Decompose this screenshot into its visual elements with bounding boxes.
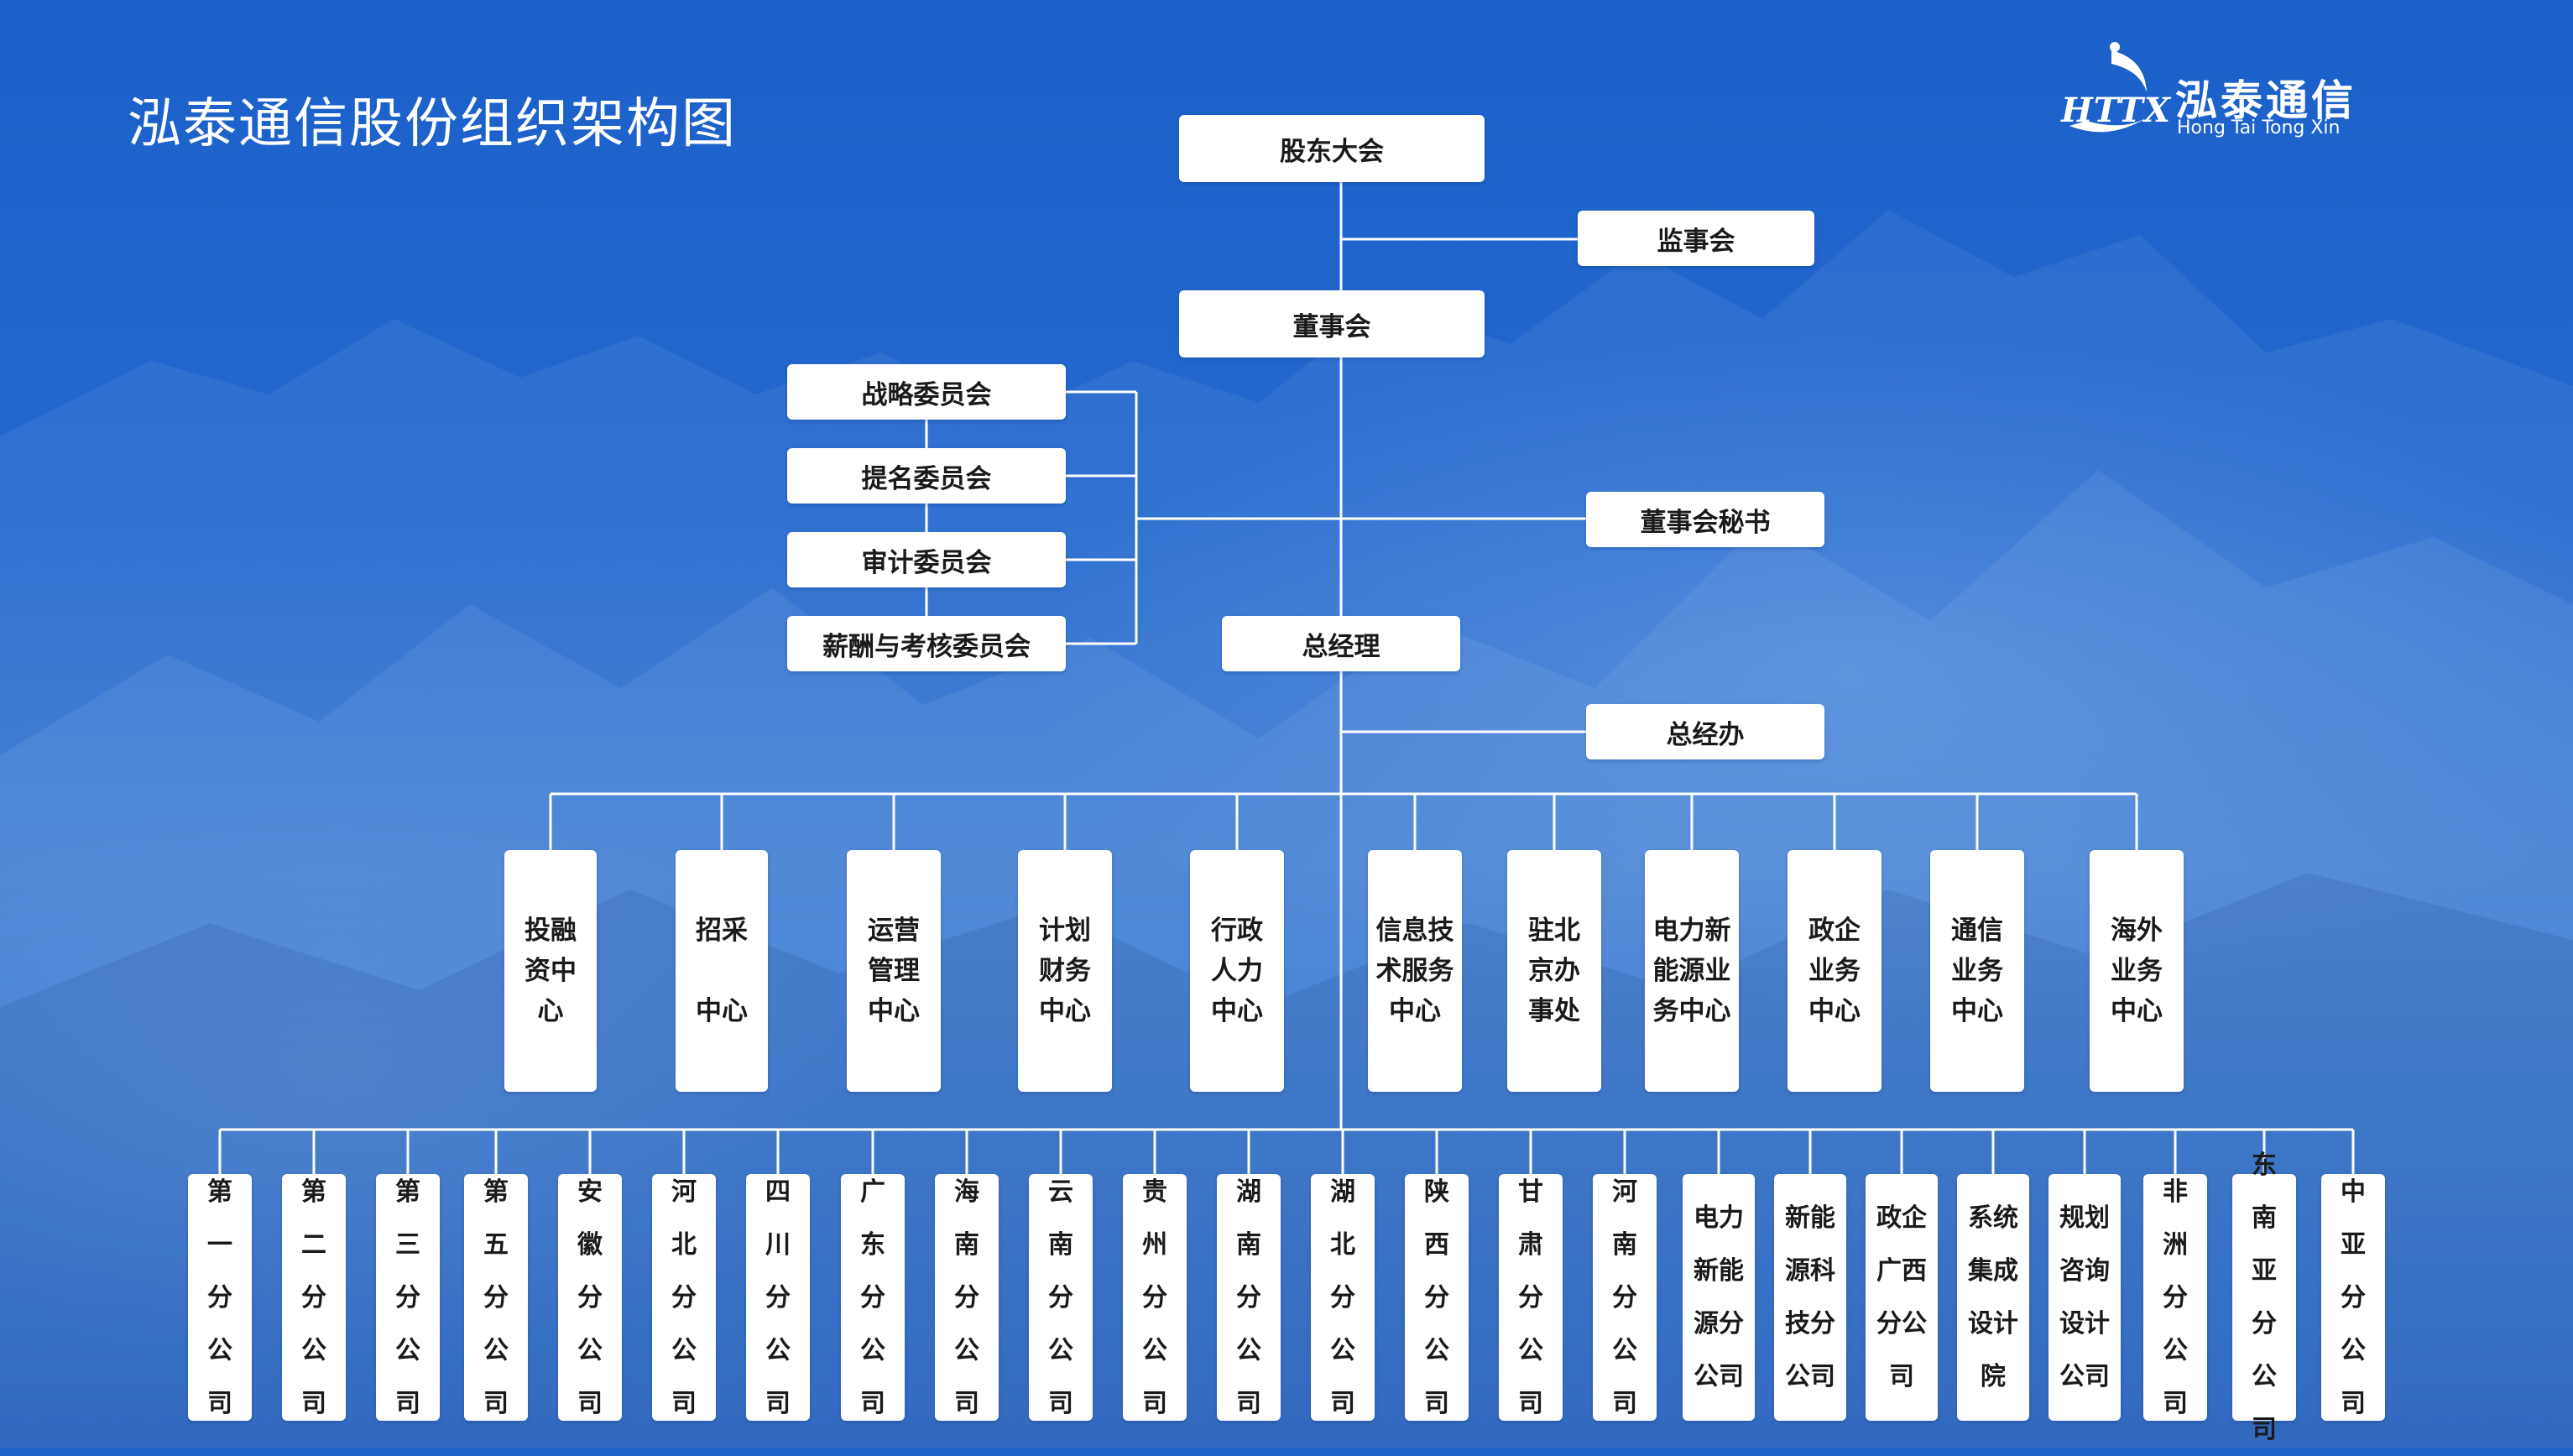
node-committee-nomination: 提名委员会 [787,448,1066,504]
node-center: 信息技 术服务 中心 [1368,850,1462,1092]
node-center: 招采 中心 [676,850,768,1092]
company-logo: HTTX 泓泰通信 Hong Tai Tong Xin [2053,34,2372,151]
node-branch: 陕 西 分 公 司 [1405,1174,1469,1421]
node-branch: 新能 源科 技分 公司 [1774,1174,1846,1421]
node-branch: 河 南 分 公 司 [1593,1174,1657,1421]
node-center: 行政 人力 中心 [1190,850,1284,1092]
page-title: 泓泰通信股份组织架构图 [128,93,737,155]
node-committee-audit: 审计委员会 [787,532,1066,587]
node-branch: 贵 州 分 公 司 [1123,1174,1187,1421]
node-center: 运营 管理 中心 [847,850,941,1092]
node-branch: 第 一 分 公 司 [188,1174,252,1421]
node-branch: 非 洲 分 公 司 [2143,1174,2207,1421]
node-branch: 第 二 分 公 司 [282,1174,346,1421]
node-center: 电力新 能源业 务中心 [1645,850,1739,1092]
node-center: 驻北 京办 事处 [1507,850,1601,1092]
node-branch: 政企 广西 分公 司 [1866,1174,1938,1421]
logo-name: 泓泰通信 [2175,76,2356,125]
node-branch: 系统 集成 设计 院 [1957,1174,2029,1421]
node-committee-compensation: 薪酬与考核委员会 [787,616,1066,671]
node-shareholders: 股东大会 [1179,115,1485,182]
node-branch: 广 东 分 公 司 [841,1174,905,1421]
node-branch: 海 南 分 公 司 [935,1174,999,1421]
node-branch: 安 徽 分 公 司 [558,1174,622,1421]
node-center: 计划 财务 中心 [1018,850,1112,1092]
node-branch: 规划 咨询 设计 公司 [2048,1174,2121,1421]
node-gm-office: 总经办 [1586,704,1824,759]
node-center: 通信 业务 中心 [1930,850,2024,1092]
node-branch: 甘 肃 分 公 司 [1499,1174,1563,1421]
logo-pinyin: Hong Tai Tong Xin [2177,117,2341,138]
node-center: 政企 业务 中心 [1788,850,1881,1092]
node-branch: 湖 北 分 公 司 [1311,1174,1375,1421]
node-branch: 第 三 分 公 司 [376,1174,440,1421]
node-branch: 东 南 亚 分 公 司 [2232,1151,2296,1444]
node-branch: 电力 新能 源分 公司 [1683,1174,1755,1421]
node-branch: 四 川 分 公 司 [746,1174,810,1421]
node-branch: 河 北 分 公 司 [652,1174,716,1421]
node-branch: 中 亚 分 公 司 [2321,1174,2385,1421]
node-branch: 第 五 分 公 司 [464,1174,528,1421]
node-committee-strategy: 战略委员会 [787,364,1066,420]
node-center: 海外 业务 中心 [2090,850,2184,1092]
logo-swoosh-icon [2069,42,2153,133]
node-center: 投融 资中 心 [504,850,597,1092]
node-supervisors: 监事会 [1578,211,1814,266]
logo-mark: HTTX [2061,91,2171,130]
node-branch: 云 南 分 公 司 [1029,1174,1093,1421]
node-branch: 湖 南 分 公 司 [1217,1174,1281,1421]
node-board: 董事会 [1179,290,1485,357]
node-board-secretary: 董事会秘书 [1586,492,1824,547]
node-general-manager: 总经理 [1222,616,1460,671]
